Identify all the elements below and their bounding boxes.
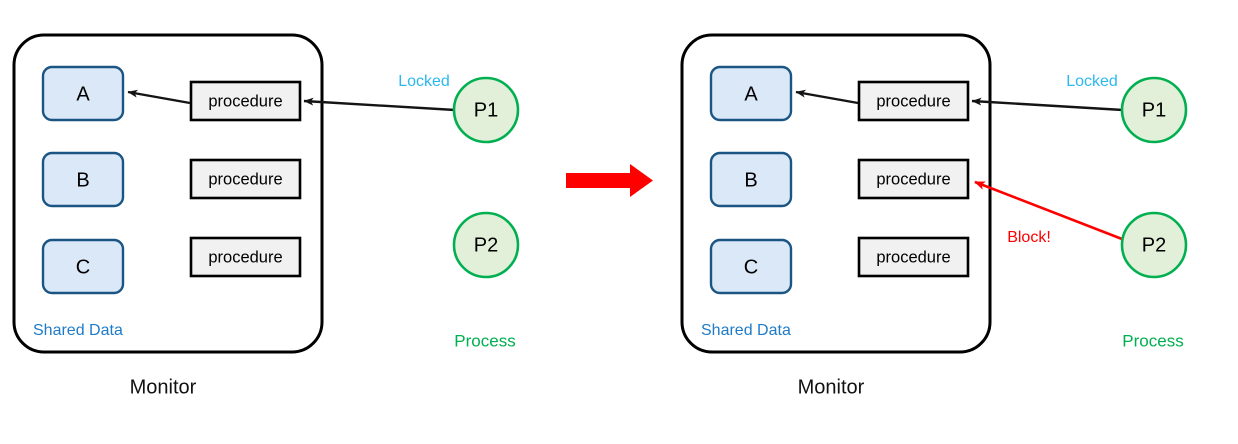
- shared-data-box-c-rect: [41, 238, 125, 295]
- procedure-box-2-label: procedure: [876, 170, 950, 188]
- process-p1-circle: [1120, 76, 1188, 144]
- procedure-box-1-label: procedure: [876, 92, 950, 110]
- shared-data-box-a-rect: [709, 65, 793, 122]
- process-label-left: Process: [454, 331, 515, 350]
- shared-data-box-b-left[interactable]: B: [41, 151, 125, 208]
- shared-data-label-left: Shared Data: [33, 322, 123, 339]
- locked-label-left: Locked: [398, 73, 450, 90]
- shared-data-box-a-label: A: [744, 83, 758, 105]
- shared-data-box-c-label: C: [76, 256, 90, 278]
- monitor-label-right: Monitor: [798, 376, 865, 398]
- process-p2-label: P2: [1142, 234, 1166, 256]
- shared-data-box-b-rect: [41, 151, 125, 208]
- p1-to-procedure-arrow-right: [971, 97, 1124, 112]
- shared-data-box-a-left[interactable]: A: [41, 65, 125, 122]
- procedure-box-2-left[interactable]: procedure: [189, 158, 302, 200]
- block-label-right: Block!: [1007, 229, 1051, 246]
- procedure-box-3-left[interactable]: procedure: [189, 236, 302, 278]
- procedure-box-3-label: procedure: [208, 248, 282, 266]
- p1-to-procedure-arrow-left: [303, 97, 456, 112]
- procedure-box-2-label: procedure: [208, 170, 282, 188]
- p2-blocked-arrow-right: [974, 180, 1123, 241]
- process-p1-left[interactable]: P1: [452, 76, 520, 144]
- process-p1-label: P1: [1142, 99, 1166, 121]
- procedure-box-1-left[interactable]: procedure: [189, 80, 302, 122]
- shared-data-box-c-label: C: [744, 256, 758, 278]
- process-label-right: Process: [1122, 331, 1183, 350]
- procedure-box-1-rect: [857, 80, 970, 122]
- transition-arrow: [566, 164, 653, 197]
- procedure-box-2-rect: [189, 158, 302, 200]
- procedure-to-a-arrow-left: [127, 89, 191, 105]
- procedure-box-2-rect: [857, 158, 970, 200]
- process-p1-circle: [452, 76, 520, 144]
- process-p2-left[interactable]: P2: [452, 211, 520, 279]
- monitor-outline-left: [12, 33, 324, 354]
- procedure-box-3-rect: [189, 236, 302, 278]
- process-p2-label: P2: [474, 234, 498, 256]
- shared-data-box-a-label: A: [76, 83, 90, 105]
- procedure-box-1-rect: [189, 80, 302, 122]
- shared-data-box-a-rect: [41, 65, 125, 122]
- process-p2-circle: [1120, 211, 1188, 279]
- process-p2-right[interactable]: P2: [1120, 211, 1188, 279]
- shared-data-box-c-rect: [709, 238, 793, 295]
- shared-data-box-c-right[interactable]: C: [709, 238, 793, 295]
- procedure-box-3-right[interactable]: procedure: [857, 236, 970, 278]
- process-p1-label: P1: [474, 99, 498, 121]
- monitor-label-left: Monitor: [130, 376, 197, 398]
- shared-data-box-a-right[interactable]: A: [709, 65, 793, 122]
- panel-right: A B C procedure procedure procedure: [680, 33, 1188, 398]
- procedure-box-3-label: procedure: [876, 248, 950, 266]
- transition-arrow-shape: [566, 164, 653, 197]
- shared-data-box-b-label: B: [76, 169, 89, 191]
- procedure-box-1-label: procedure: [208, 92, 282, 110]
- monitor-outline-right: [680, 33, 992, 354]
- shared-data-box-b-right[interactable]: B: [709, 151, 793, 208]
- procedure-box-3-rect: [857, 236, 970, 278]
- shared-data-box-c-left[interactable]: C: [41, 238, 125, 295]
- process-p1-right[interactable]: P1: [1120, 76, 1188, 144]
- shared-data-label-right: Shared Data: [701, 322, 791, 339]
- procedure-box-2-right[interactable]: procedure: [857, 158, 970, 200]
- process-p2-circle: [452, 211, 520, 279]
- shared-data-box-b-label: B: [744, 169, 757, 191]
- procedure-to-a-arrow-right: [795, 89, 859, 105]
- panel-left: A B C procedure procedure procedure: [12, 33, 520, 398]
- locked-label-right: Locked: [1066, 73, 1118, 90]
- procedure-box-1-right[interactable]: procedure: [857, 80, 970, 122]
- shared-data-box-b-rect: [709, 151, 793, 208]
